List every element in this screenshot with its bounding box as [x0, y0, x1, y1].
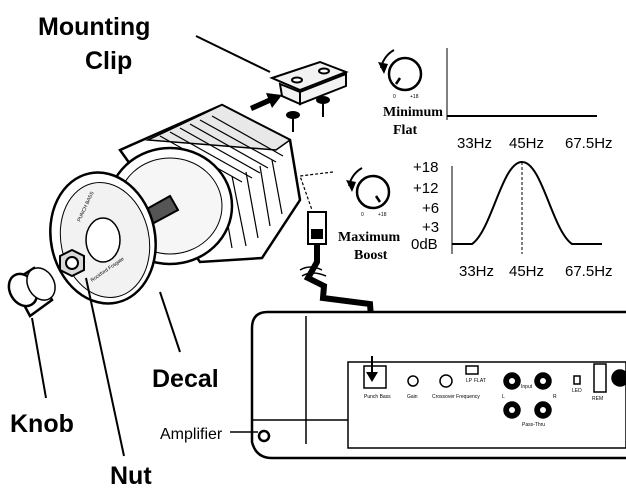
- jack-insert-arrow-icon: [366, 372, 378, 382]
- pass-thru-jack-right-center: [540, 407, 546, 413]
- minimum-title-line2: Flat: [393, 123, 417, 138]
- minimum-graph: 33Hz 45Hz 67.5Hz: [446, 48, 613, 152]
- mounting-label-line2: Clip: [85, 47, 132, 75]
- minimum-title-line1: Minimum: [383, 105, 443, 120]
- lp-flat-switch-icon: [465, 365, 479, 375]
- screw-icon: [286, 111, 300, 132]
- panel-flat-label: FLAT: [474, 378, 486, 384]
- mounting-leader-line: [195, 35, 271, 73]
- minimum-knob-scale-max: +18: [410, 94, 419, 100]
- minimum-knob-icon: [387, 56, 423, 92]
- nut-label: Nut: [110, 462, 152, 490]
- maximum-knob-icon: [355, 174, 391, 210]
- maximum-title-line1: Maximum: [338, 230, 401, 245]
- maximum-ytick-3: +3: [422, 219, 439, 236]
- input-jack-left-center: [509, 378, 515, 384]
- panel-punch-bass-label: Punch Bass: [364, 394, 391, 400]
- screw-icon-2: [316, 96, 330, 117]
- mounting-label-line1: Mounting: [38, 13, 150, 41]
- amplifier-label: Amplifier: [160, 426, 223, 443]
- mounting-clip-label: Mounting Clip: [38, 13, 150, 75]
- maximum-tick-45hz: 45Hz: [509, 263, 544, 280]
- minimum-tick-45hz: 45Hz: [509, 135, 544, 152]
- amp-control-panel: [363, 363, 626, 419]
- maximum-ytick-12: +12: [413, 180, 438, 197]
- panel-left-label: L: [502, 394, 505, 400]
- panel-input-label: Input: [521, 384, 533, 390]
- panel-led-label: LED: [572, 388, 582, 394]
- maximum-ytick-0db: 0dB: [411, 236, 438, 253]
- power-terminal-icon: [611, 369, 626, 387]
- panel-right-label: R: [553, 394, 557, 400]
- cable-line: [303, 244, 375, 331]
- gain-knob-icon: [407, 375, 419, 387]
- maximum-tick-67hz: 67.5Hz: [565, 263, 613, 280]
- minimum-knob-scale-min: 0: [393, 94, 396, 100]
- nut-leader-line: [85, 277, 125, 457]
- maximum-knob-scale-min: 0: [361, 212, 364, 218]
- rem-terminal-icon: [593, 363, 607, 393]
- maximum-title-line2: Boost: [354, 248, 388, 263]
- pass-thru-jack-left-center: [509, 407, 515, 413]
- maximum-arrowhead-icon: [346, 180, 356, 192]
- panel-rem-label: REM: [592, 396, 603, 402]
- led-icon: [573, 375, 581, 385]
- maximum-ytick-6: +6: [422, 200, 439, 217]
- minimum-arrowhead-icon: [378, 62, 388, 74]
- decal-leader-line: [159, 291, 181, 353]
- maximum-tick-33hz: 33Hz: [459, 263, 494, 280]
- crossover-knob-icon: [439, 374, 453, 388]
- input-jack-right-center: [540, 378, 546, 384]
- knob-leader-line: [31, 317, 47, 399]
- panel-crossover-label: Crossover Frequency: [432, 394, 480, 400]
- amplifier-chassis: [250, 310, 626, 460]
- maximum-knob-scale-max: +18: [378, 212, 387, 218]
- maximum-ytick-18: +18: [413, 159, 438, 176]
- knob-part: [7, 266, 56, 318]
- decal-label: Decal: [152, 365, 219, 393]
- nut-part: [59, 248, 85, 278]
- amp-panel-labels: Punch Bass Gain Crossover Frequency LP F…: [364, 378, 603, 428]
- maximum-boost-curve: [452, 160, 602, 245]
- panel-gain-label: Gain: [407, 394, 418, 400]
- knob-label: Knob: [10, 410, 74, 438]
- minimum-tick-33hz: 33Hz: [457, 135, 492, 152]
- mounting-clip-part: [269, 60, 349, 106]
- panel-pass-thru-label: Pass-Thru: [522, 422, 545, 428]
- panel-lp-label: LP: [466, 378, 473, 384]
- maximum-graph: +18 +12 +6 +3 0dB 33Hz 45Hz 67.5Hz: [411, 159, 613, 280]
- cable-break-icon: [299, 266, 327, 277]
- cable-dashed-path: [299, 171, 334, 211]
- arrow-icon: [250, 93, 282, 111]
- rj-connector-top: [307, 211, 327, 245]
- minimum-tick-67hz: 67.5Hz: [565, 135, 613, 152]
